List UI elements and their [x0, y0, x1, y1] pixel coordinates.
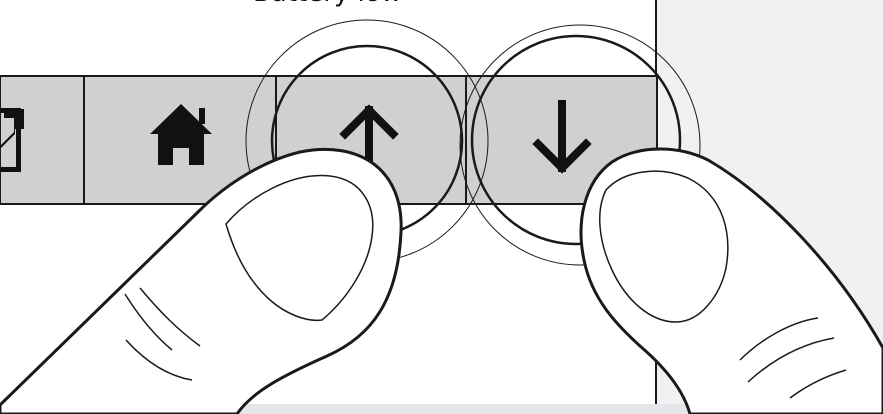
- right-finger: [581, 149, 883, 414]
- toolbar-button-external-link[interactable]: [0, 76, 84, 204]
